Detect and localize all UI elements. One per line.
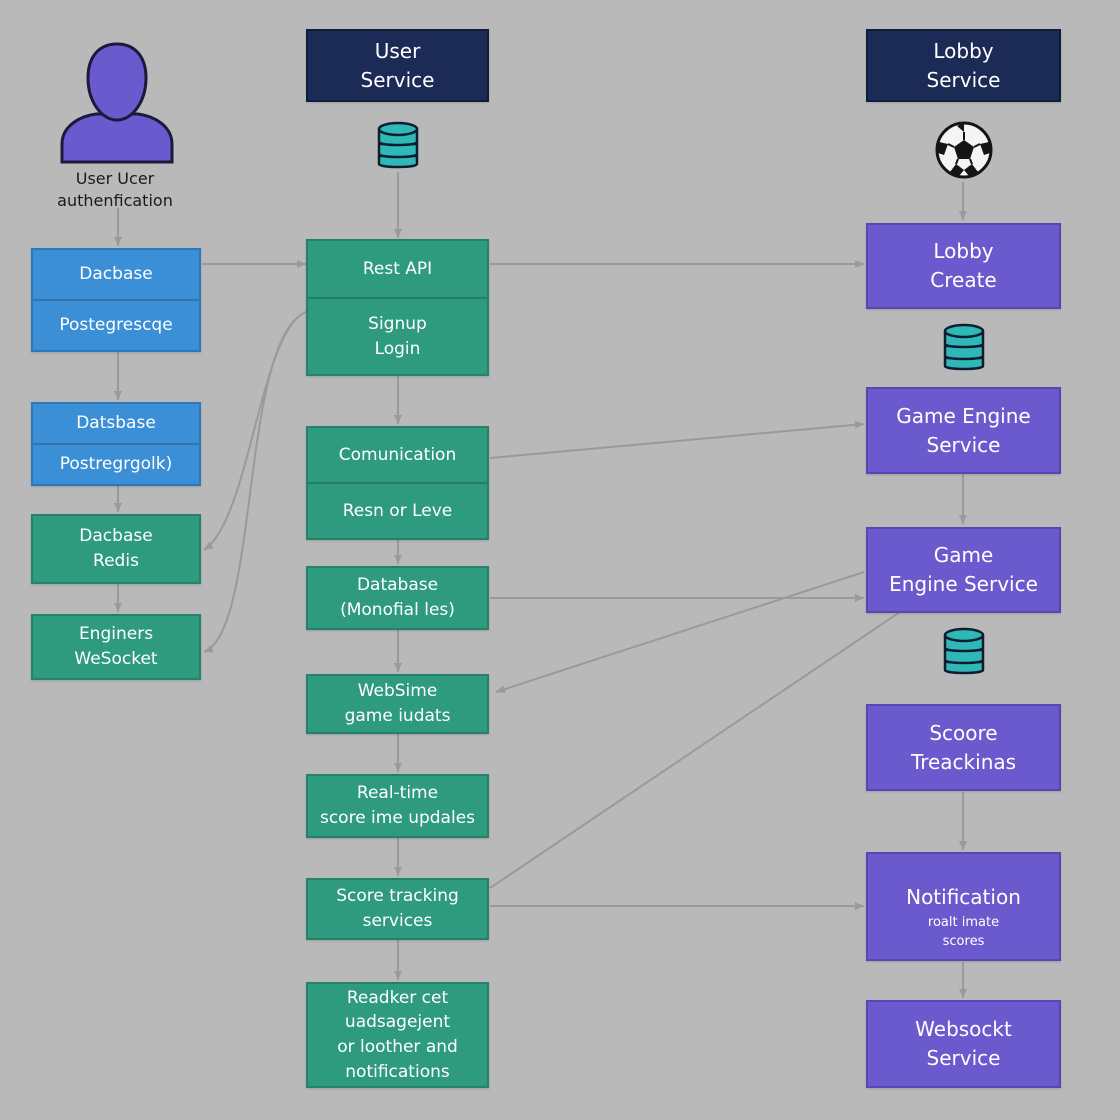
user-service-box[interactable]: User Service: [306, 29, 489, 102]
box-label: notifications: [345, 1061, 450, 1082]
arrow-comm-to-gameengine: [489, 420, 865, 459]
websocket-service-box[interactable]: Websockt Service: [866, 1000, 1061, 1088]
box-label: Login: [374, 338, 421, 359]
box-label: Websockt: [915, 1017, 1012, 1041]
user-authentication-label: User Ucer authenfication: [40, 168, 190, 211]
box-label: Database: [356, 575, 439, 596]
box-label: Lobby: [933, 239, 994, 263]
box-label: roalt imate: [927, 915, 1000, 930]
websime-game-updates-box[interactable]: WebSime game iudats: [306, 674, 489, 734]
box-label: Engine Service: [889, 572, 1038, 596]
database-redis-box[interactable]: Dacbase Redis: [31, 514, 201, 584]
user-label-line2: authenfication: [57, 190, 173, 210]
box-label: or loother and: [337, 1037, 458, 1057]
box-label: game iudats: [344, 706, 451, 726]
arrow-restapi-to-ws: [203, 311, 307, 653]
box-label: Game Engine: [896, 403, 1031, 428]
box-label: services: [362, 911, 433, 931]
box-label: WebSime: [357, 681, 438, 702]
box-label: Service: [926, 1046, 1001, 1070]
box-label: Readker cet: [346, 987, 449, 1008]
lobby-service-box[interactable]: Lobby Service: [866, 29, 1061, 102]
box-label: Game: [933, 543, 994, 567]
box-label: Treackinas: [910, 749, 1017, 774]
score-tracking-services-box[interactable]: Score tracking services: [306, 878, 489, 940]
box-label: Create: [930, 268, 997, 292]
box-label: Rest API: [362, 258, 433, 279]
box-label: Comunication: [338, 444, 457, 465]
arrow-restapi-to-redis: [203, 311, 307, 551]
box-label: Postregrgolk): [59, 454, 173, 475]
box-label: Redis: [93, 551, 139, 571]
engines-websocket-box[interactable]: Enginers WeSocket: [31, 614, 201, 680]
box-label: Real-time: [356, 783, 439, 804]
user-avatar-icon: [60, 42, 174, 164]
box-label: Score tracking: [336, 886, 459, 907]
box-label: Datsbase: [76, 413, 156, 434]
database-postgres-box-1[interactable]: Dacbase Postegrescqe: [31, 248, 201, 352]
database-icon: [377, 121, 419, 169]
database-postgres-box-2[interactable]: Datsbase Postregrgolk): [31, 402, 201, 486]
database-icon: [943, 627, 985, 675]
game-engine-service-box-2[interactable]: Game Engine Service: [866, 527, 1061, 613]
box-label: Resn or Leve: [342, 500, 453, 521]
box-label: scores: [942, 933, 985, 949]
arrow-scoretracking-to-engine2: [489, 611, 901, 889]
box-label: Dacbase: [79, 526, 153, 547]
soccer-ball-icon: [935, 121, 993, 179]
realtime-score-updates-box[interactable]: Real-time score ime updales: [306, 774, 489, 838]
notification-box[interactable]: Notification roalt imate scores: [866, 852, 1061, 961]
communication-box[interactable]: Comunication Resn or Leve: [306, 426, 489, 540]
box-label: Service: [360, 67, 435, 92]
score-tracking-box[interactable]: Scoore Treackinas: [866, 704, 1061, 791]
rest-api-box[interactable]: Rest API Signup Login: [306, 239, 489, 376]
database-mongo-box[interactable]: Database (Monofial les): [306, 566, 489, 630]
box-label: (Monofial les): [340, 600, 455, 620]
database-icon: [943, 323, 985, 371]
box-label: score ime updales: [319, 808, 476, 828]
box-label: User: [374, 38, 421, 63]
box-label: Enginers: [78, 624, 154, 645]
arrow-gameengine2-to-websime: [495, 571, 865, 694]
user-label-line1: User Ucer: [75, 169, 155, 188]
box-label: Service: [926, 67, 1001, 92]
box-label: Notification: [906, 885, 1021, 909]
game-engine-service-box-1[interactable]: Game Engine Service: [866, 387, 1061, 474]
box-label: WeSocket: [74, 649, 158, 669]
box-label: Scoore: [929, 720, 998, 745]
box-label: Signup: [368, 313, 427, 334]
box-label: Lobby: [933, 38, 994, 63]
box-label: Dacbase: [79, 264, 153, 285]
box-label: uadsagejent: [344, 1012, 451, 1033]
reader-notifications-box[interactable]: Readker cet uadsagejent or loother and n…: [306, 982, 489, 1088]
lobby-create-box[interactable]: Lobby Create: [866, 223, 1061, 309]
box-label: Postegrescqe: [59, 315, 173, 336]
box-label: Service: [926, 432, 1001, 457]
